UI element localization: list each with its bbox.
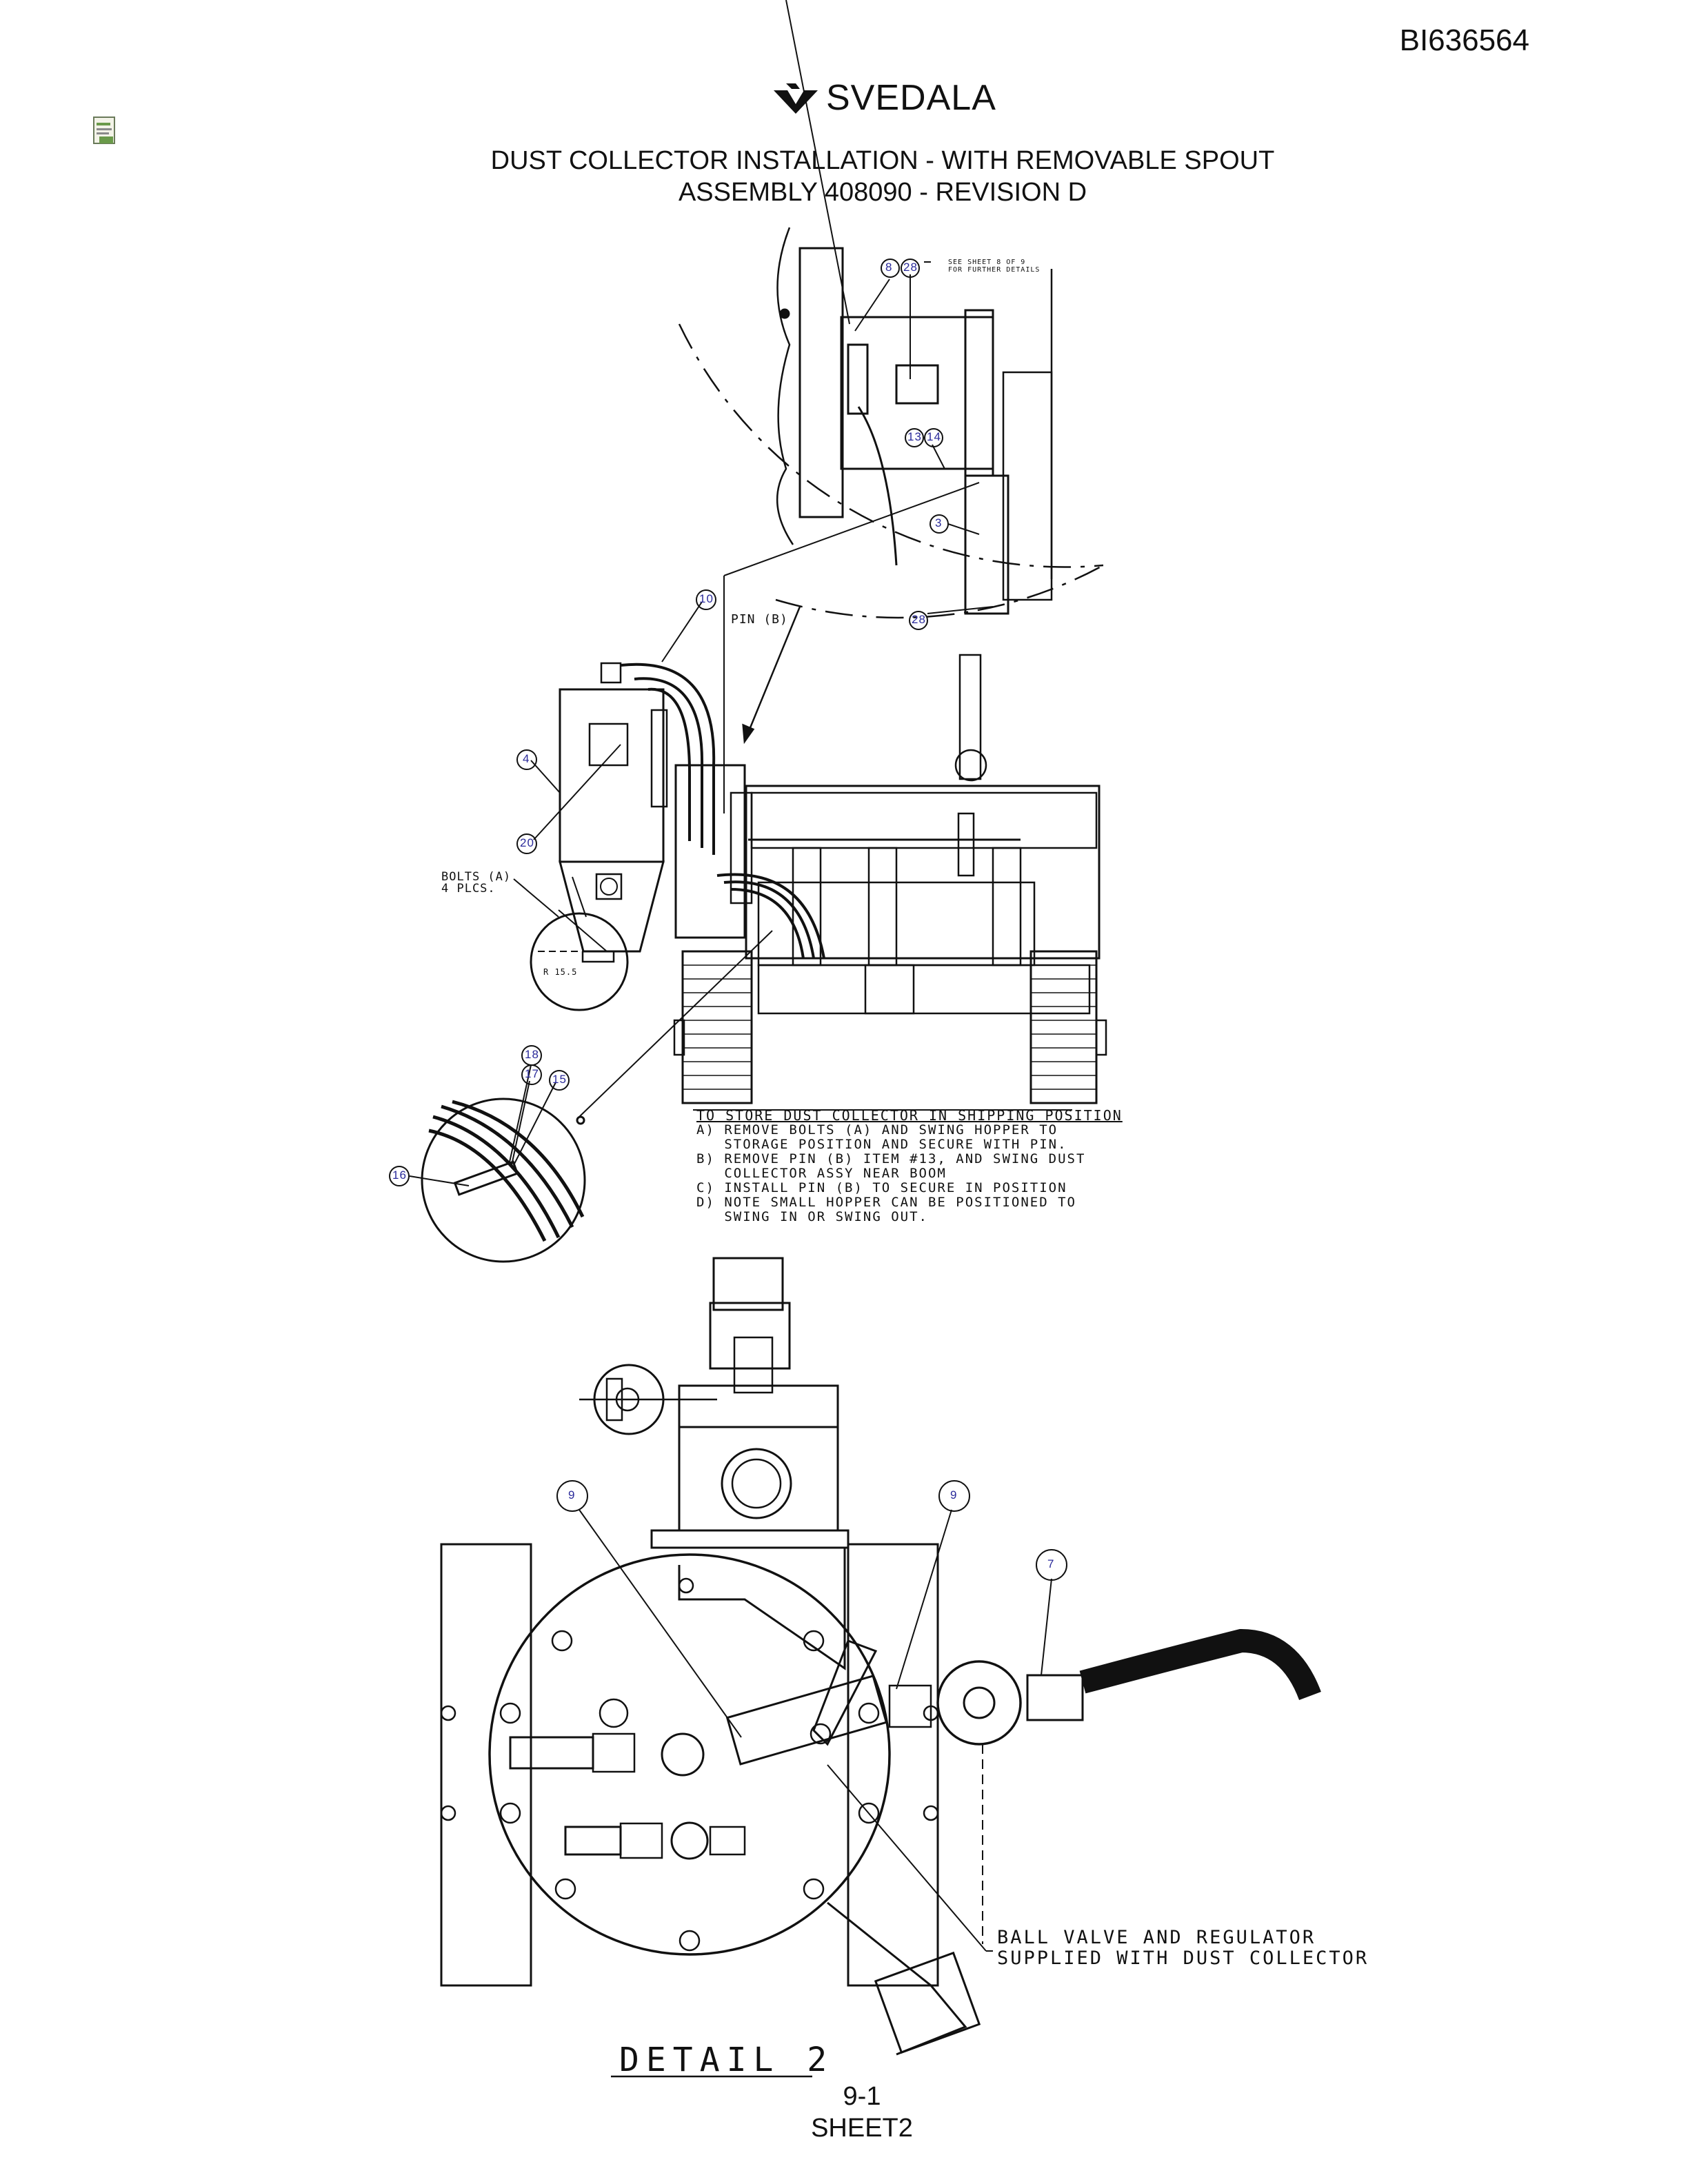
storage-line-6: D) NOTE SMALL HOPPER CAN BE POSITIONED T… [696,1195,1076,1210]
storage-instructions: TO STORE DUST COLLECTOR IN SHIPPING POSI… [696,1109,1123,1224]
valve-handle [812,1639,878,1746]
supply-hose [1079,1628,1321,1701]
detail-2-view [440,1257,1321,2078]
left-bracket [440,1543,532,1987]
see-sheet-line: SEE SHEET 8 OF 9 [948,259,1026,266]
bolts-a-line: BOLTS (A) [441,870,512,884]
callout-9a: 9 [568,1488,576,1502]
brand-logo: SVEDALA [772,77,996,119]
callout-20: 20 [520,836,534,849]
hose-clamp-detail [421,1098,586,1263]
drum-flange [488,1553,891,1956]
hopper [559,860,665,953]
main-machine-view [409,601,1107,1263]
machine-frame [745,785,1101,960]
callout-10: 10 [699,592,714,605]
break-line [776,227,794,545]
title-line-1: DUST COLLECTOR INSTALLATION - WITH REMOV… [490,146,1275,175]
callout-14: 14 [927,430,941,443]
solenoid-valve [709,1302,791,1370]
storage-line-7: SWING IN OR SWING OUT. [696,1209,928,1224]
callout-4: 4 [523,752,530,765]
exhaust-stack [957,812,975,877]
callout-15: 15 [552,1073,567,1086]
callout-circles [389,259,1067,1581]
pipe-assembly [725,1675,888,1766]
callout-3: 3 [935,516,943,529]
pin-b-label: PIN (B) [731,612,788,627]
air-line-1 [620,663,716,855]
storage-line-1: A) REMOVE BOLTS (A) AND SWING HOPPER TO [696,1122,1058,1138]
sheet-number: SHEET2 [811,2114,913,2143]
air-hose [857,406,898,566]
callout-18: 18 [525,1048,539,1061]
right-bracket [847,1543,939,1987]
ball-valve [936,1660,1022,1746]
boom-bracket [674,764,746,939]
storage-line-4: COLLECTOR ASSY NEAR BOOM [696,1166,947,1181]
callout-16: 16 [392,1169,407,1182]
storage-line-3: B) REMOVE PIN (B) ITEM #13, AND SWING DU… [696,1151,1086,1166]
dust-collector-body [559,688,665,863]
right-track [1029,950,1098,1104]
storage-line-5: C) INSTALL PIN (B) TO SECURE IN POSITION [696,1180,1067,1195]
brand-name: SVEDALA [826,78,996,118]
spray-nozzle-2 [564,1826,622,1856]
storage-line-2: STORAGE POSITION AND SECURE WITH PIN. [696,1137,1067,1152]
detail-circle-arc [775,564,1104,619]
flange-bolts [440,1577,939,1952]
wall-plate [798,247,844,518]
page-number: 9-1 [843,2082,881,2111]
callout-28b: 28 [912,613,926,626]
see-sheet-note: SEE SHEET 8 OF 9 FOR FURTHER DETAILS [948,259,1040,274]
callout-28: 28 [903,261,918,274]
bolts-label: BOLTS (A) 4 PLCS. [441,871,511,895]
ball-valve-line-2: SUPPLIED WITH DUST COLLECTOR [997,1948,1369,1969]
title-line-2: ASSEMBLY 408090 - REVISION D [678,178,1087,207]
callout-7: 7 [1047,1557,1055,1570]
drawing-title: DUST COLLECTOR INSTALLATION - WITH REMOV… [0,145,1688,208]
callout-8: 8 [885,261,893,274]
callout-13: 13 [907,430,922,443]
spray-nozzle-1 [509,1736,594,1770]
document-number: BI636564 [1399,23,1529,57]
ball-valve-note: BALL VALVE AND REGULATOR SUPPLIED WITH D… [997,1928,1369,1969]
support-post [964,474,1009,615]
further-details-line: FOR FURTHER DETAILS [948,266,1041,274]
ball-valve-line-1: BALL VALVE AND REGULATOR [997,1927,1316,1948]
valve-block [895,364,939,405]
four-plcs-line: 4 PLCS. [441,882,496,896]
storage-heading: TO STORE DUST COLLECTOR IN SHIPPING POSI… [696,1107,1123,1124]
callout-9b: 9 [950,1488,958,1502]
detail-2-label: DETAIL 2 [619,2041,834,2079]
bolt-detail-circle [530,912,629,1011]
radius-dimension: R 15.5 [543,967,578,977]
svedala-logo-icon [774,83,818,114]
document-icon[interactable] [91,116,119,146]
page-footer: 9-1 SHEET2 [0,2081,1688,2144]
top-detail-view [678,0,1104,813]
callout-17: 17 [525,1067,539,1080]
left-track [681,950,753,1104]
valve-housing [678,1426,839,1532]
air-line-2 [634,677,704,848]
